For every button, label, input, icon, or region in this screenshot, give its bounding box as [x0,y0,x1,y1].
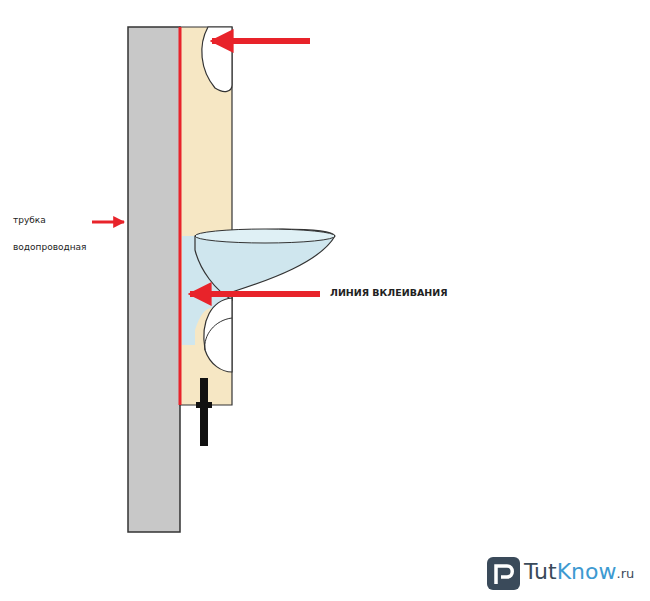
watermark: .ru [617,566,635,581]
basin-bowl [195,229,335,300]
watermark: Know [557,559,617,584]
lower-cutout [204,298,232,372]
panel [180,27,232,405]
logo-mark [496,566,512,584]
glue-line-label: ЛИНИЯ ВКЛЕИВАНИЯ [330,287,448,298]
watermark: Tut [524,559,557,584]
pointer-arrow [212,38,310,44]
basin-rim [195,229,335,243]
pointer-arrow [190,291,320,297]
wall [128,27,180,532]
bolt [200,378,208,446]
pipe-label: трубка водопроводная [13,207,93,261]
logo-icon [487,557,520,590]
pointer-arrow [92,221,124,224]
glue-line [179,27,182,405]
bolt-nut [196,402,212,408]
top-cutout [202,27,232,92]
lower-cutout-edge [205,318,232,350]
